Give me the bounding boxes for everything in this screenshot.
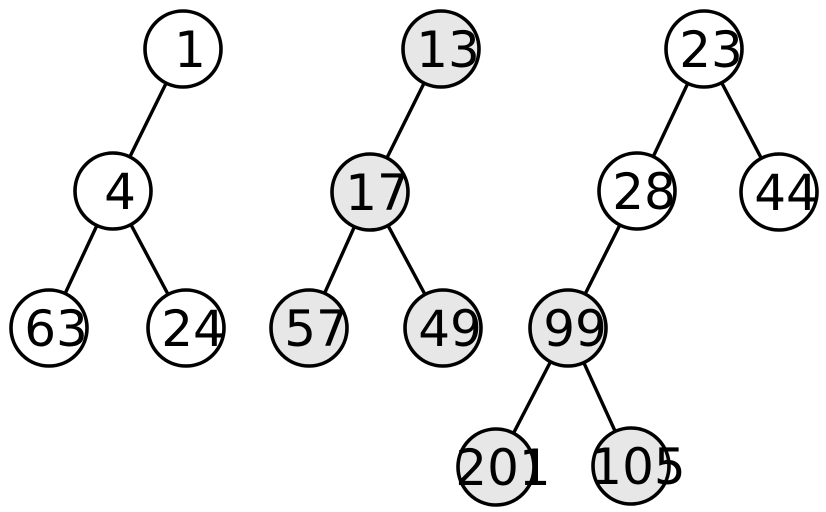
tree-node-label: 201: [455, 439, 550, 497]
tree-2: 13 17 57 49: [269, 9, 483, 368]
tree-node-63: 63: [9, 288, 89, 368]
tree-node-28: 28: [597, 151, 677, 231]
tree-node-label: 63: [24, 300, 88, 358]
tree-node-circle: [528, 288, 608, 368]
tree-node-circle: [269, 288, 349, 368]
tree-node-label: 23: [679, 21, 743, 79]
tree-node-201: 201: [455, 427, 551, 507]
tree-node-99: 99: [528, 288, 608, 368]
tree-node-label: 1: [174, 21, 206, 79]
tree-node-circle: [9, 288, 89, 368]
tree-node-label: 99: [543, 300, 607, 358]
tree-node-13: 13: [401, 9, 481, 89]
tree-node-circle: [146, 288, 226, 368]
tree-node-105: 105: [590, 426, 686, 506]
tree-1: 1 4 63 24: [9, 9, 226, 368]
tree-node-23: 23: [664, 9, 744, 89]
tree-node-label: 13: [416, 21, 480, 79]
tree-node-circle: [403, 288, 483, 368]
tree-node-label: 17: [345, 164, 409, 222]
tree-node-label: 24: [161, 300, 225, 358]
tree-node-label: 105: [590, 438, 685, 496]
tree-node-label: 28: [612, 163, 676, 221]
tree-node-circle: [456, 427, 536, 507]
tree-node-label: 57: [284, 300, 348, 358]
tree-node-circle: [597, 151, 677, 231]
tree-node-circle: [143, 9, 223, 89]
tree-node-17: 17: [330, 152, 410, 232]
tree-node-57: 57: [269, 288, 349, 368]
tree-node-label: 4: [104, 163, 136, 221]
tree-node-1: 1: [143, 9, 223, 89]
tree-node-44: 44: [739, 152, 819, 232]
tree-node-label: 44: [754, 164, 818, 222]
tree-node-circle: [739, 152, 819, 232]
tree-3: 23 28 44 99 201 105: [455, 9, 819, 507]
tree-node-circle: [591, 426, 671, 506]
tree-node-4: 4: [73, 151, 153, 231]
tree-node-circle: [330, 152, 410, 232]
tree-node-49: 49: [403, 288, 483, 368]
tree-node-label: 49: [418, 300, 482, 358]
tree-node-circle: [401, 9, 481, 89]
tree-node-circle: [73, 151, 153, 231]
tree-node-24: 24: [146, 288, 226, 368]
tree-node-circle: [664, 9, 744, 89]
